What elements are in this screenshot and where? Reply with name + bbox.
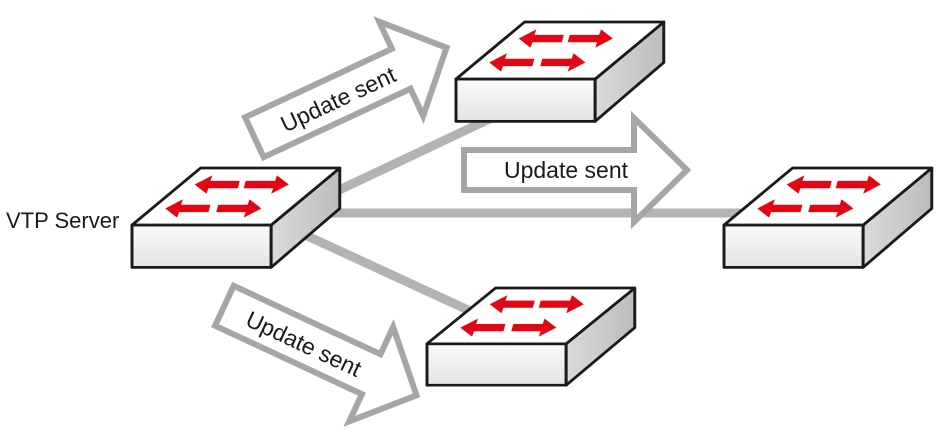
update-arrow-top: Update sent — [241, 16, 451, 162]
update-arrow-middle: Update sent — [461, 110, 692, 230]
top-switch — [454, 20, 666, 123]
right-switch — [722, 166, 934, 269]
network-links — [285, 91, 747, 315]
link-server-to-bottom — [285, 223, 473, 315]
server-switch — [130, 166, 342, 269]
update-arrow-middle-label: Update sent — [504, 157, 629, 183]
vtp-server-label: VTP Server — [6, 208, 119, 233]
